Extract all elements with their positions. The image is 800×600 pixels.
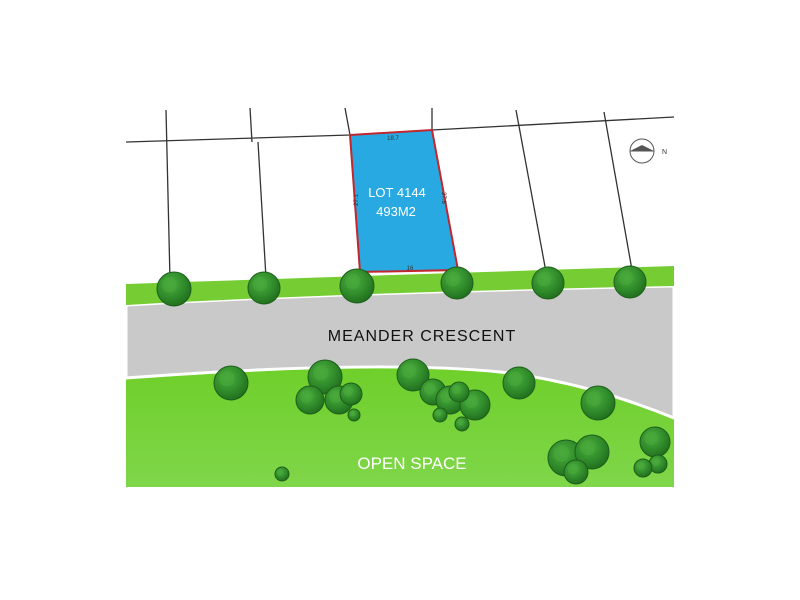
tree-icon bbox=[440, 266, 474, 300]
open-space-label: OPEN SPACE bbox=[357, 454, 466, 473]
open-space-area bbox=[126, 366, 674, 487]
tree-icon bbox=[580, 385, 616, 421]
street-name-label: MEANDER CRESCENT bbox=[328, 328, 516, 345]
tree-icon bbox=[156, 271, 192, 307]
tree-icon bbox=[295, 385, 325, 415]
tree-icon bbox=[247, 271, 281, 305]
lot-dimension-right: 27.8 bbox=[440, 192, 446, 204]
tree-icon bbox=[396, 358, 430, 392]
lot-name-label: LOT 4144 bbox=[368, 185, 426, 200]
north-arrow-icon: N bbox=[629, 138, 667, 164]
tree-icon bbox=[347, 408, 361, 422]
tree-icon bbox=[633, 458, 653, 478]
tree-icon bbox=[563, 459, 589, 485]
tree-icon bbox=[639, 426, 671, 458]
tree-icon bbox=[339, 382, 363, 406]
lot-dimension-top: 18.7 bbox=[387, 136, 399, 142]
lot-dimension-left: 27.1 bbox=[354, 194, 360, 206]
north-label: N bbox=[662, 149, 667, 156]
lot-dimension-bottom: 16 bbox=[407, 266, 414, 272]
tree-icon bbox=[574, 434, 610, 470]
tree-icon bbox=[448, 381, 470, 403]
tree-icon bbox=[454, 416, 470, 432]
tree-icon bbox=[613, 265, 647, 299]
tree-icon bbox=[432, 407, 448, 423]
trees bbox=[156, 265, 671, 485]
tree-icon bbox=[531, 266, 565, 300]
tree-icon bbox=[502, 366, 536, 400]
tree-icon bbox=[213, 365, 249, 401]
lot-area-label: 493M2 bbox=[376, 204, 416, 219]
tree-icon bbox=[274, 466, 290, 482]
tree-icon bbox=[307, 359, 343, 395]
tree-icon bbox=[339, 268, 375, 304]
